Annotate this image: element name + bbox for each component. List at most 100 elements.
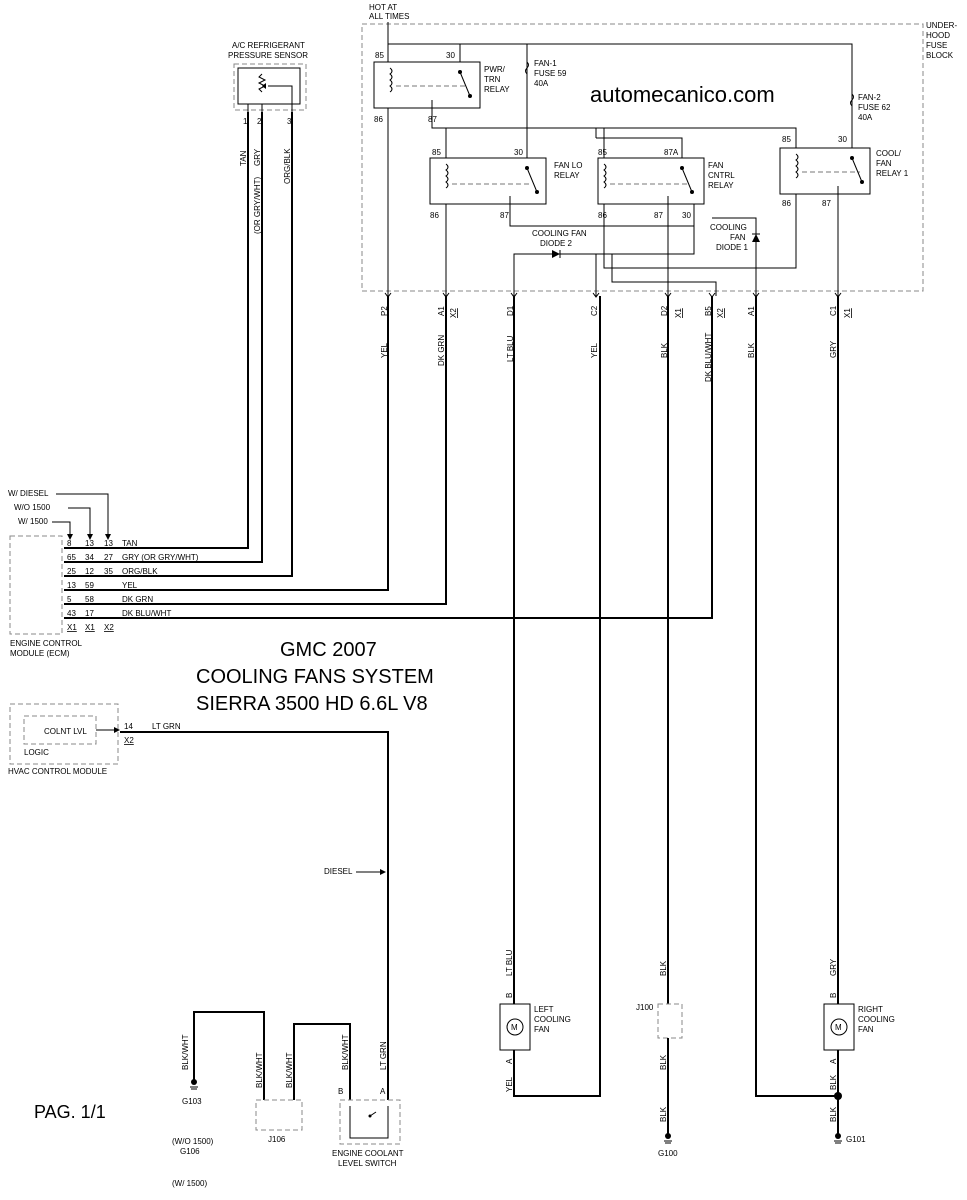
sensor-pin-2: 2 xyxy=(257,117,262,126)
fan2-fuse-label-3: 40A xyxy=(858,113,873,122)
conn-p2: P2 xyxy=(380,306,389,316)
fan1-fuse-label-2: FUSE 59 xyxy=(534,69,567,78)
engine-control-module: W/ DIESEL W/O 1500 W/ 1500 8 13 13 TAN 6… xyxy=(8,489,199,658)
wire-lt-blu: LT BLU xyxy=(506,335,515,362)
ecm-row2-a: 25 xyxy=(67,567,76,576)
fan1-fuse-label-1: FAN-1 xyxy=(534,59,557,68)
diode1-label-3: DIODE 1 xyxy=(716,243,749,252)
right-cooling-fan: GRY B M A BLK RIGHT COOLING FAN xyxy=(823,958,895,1090)
fan-lo-label-2: RELAY xyxy=(554,171,580,180)
switch-pin-b: B xyxy=(338,1087,343,1096)
watermark: automecanico.com xyxy=(590,82,775,107)
pwr-trn-pin-87: 87 xyxy=(428,115,437,124)
g103-wire: BLK/WHT xyxy=(181,1034,190,1070)
fan-cntrl-pin-87a: 87A xyxy=(664,148,679,157)
fuse-block-label-4: BLOCK xyxy=(926,51,954,60)
fan-cntrl-pin-87: 87 xyxy=(654,211,663,220)
ecm-row5-wire: DK BLU/WHT xyxy=(122,609,171,618)
conn-d2: D2 xyxy=(660,305,669,316)
cool-fan-pin-87: 87 xyxy=(822,199,831,208)
g106-note-1: (W/O 1500) xyxy=(172,1137,214,1146)
left-cooling-fan: LT BLU B M A YEL LEFT COOLING FAN xyxy=(499,949,571,1092)
title-line-2: COOLING FANS SYSTEM xyxy=(196,666,434,688)
cool-fan-label-1: COOL/ xyxy=(876,149,902,158)
right-fan-label-1: RIGHT xyxy=(858,1005,883,1014)
ecm-variant-diesel: W/ DIESEL xyxy=(8,489,49,498)
j100-wire-top: BLK xyxy=(659,960,668,976)
j100-wire-mid: BLK xyxy=(659,1054,668,1070)
wire-blk-1: BLK xyxy=(660,342,669,358)
wire-yel-1: YEL xyxy=(380,342,389,358)
underhood-fuse-block xyxy=(361,23,924,292)
ecm-variant-wo1500: W/O 1500 xyxy=(14,503,51,512)
j106-label: J106 xyxy=(268,1135,286,1144)
left-fan-pin-a: A xyxy=(505,1058,514,1064)
wire-dk-grn: DK GRN xyxy=(437,335,446,366)
j100-splice: BLK J100 BLK BLK G100 xyxy=(636,960,683,1158)
fan-cntrl-label-3: RELAY xyxy=(708,181,734,190)
pwr-trn-label-3: RELAY xyxy=(484,85,510,94)
cool-fan-pin-85: 85 xyxy=(782,135,791,144)
fan-cntrl-pin-85: 85 xyxy=(598,148,607,157)
fan2-fuse-label-2: FUSE 62 xyxy=(858,103,891,112)
sensor-wire-tan: TAN xyxy=(239,150,248,166)
fuse-block-label-3: FUSE xyxy=(926,41,947,50)
right-fan-label-2: COOLING xyxy=(858,1015,895,1024)
ecm-row3-b: 59 xyxy=(85,581,94,590)
right-fan-motor: M xyxy=(835,1023,842,1032)
sensor-pin-3: 3 xyxy=(287,117,292,126)
ecm-label-2: MODULE (ECM) xyxy=(10,649,70,658)
page-label: PAG. 1/1 xyxy=(34,1102,106,1122)
switch-wire-b: BLK/WHT xyxy=(341,1034,350,1070)
right-fan-pin-a: A xyxy=(829,1058,838,1064)
switch-label-1: ENGINE COOLANT xyxy=(332,1149,404,1158)
j106-wire-right: BLK/WHT xyxy=(285,1052,294,1088)
cool-fan-pin-30: 30 xyxy=(838,135,847,144)
ecm-variant-w1500: W/ 1500 xyxy=(18,517,48,526)
fan-lo-pin-30: 30 xyxy=(514,148,523,157)
g101-label: G101 xyxy=(846,1135,866,1144)
cool-fan-pin-86: 86 xyxy=(782,199,791,208)
right-fan-wire-bottom: BLK xyxy=(829,1074,838,1090)
fan-cntrl-pin-30: 30 xyxy=(682,211,691,220)
switch-pin-a: A xyxy=(380,1087,386,1096)
conn-a1-right: A1 xyxy=(747,306,756,316)
ecm-row0-a: 8 xyxy=(67,539,72,548)
ecm-label-1: ENGINE CONTROL xyxy=(10,639,83,648)
wire-gry: GRY xyxy=(829,340,838,358)
fuse-block-label-2: HOOD xyxy=(926,31,950,40)
conn-c1: C1 xyxy=(829,305,838,316)
right-fan-label-3: FAN xyxy=(858,1025,874,1034)
ecm-row2-c: 35 xyxy=(104,567,113,576)
j100-label: J100 xyxy=(636,1003,654,1012)
fan-cntrl-pin-86: 86 xyxy=(598,211,607,220)
conn-x2-right: X2 xyxy=(716,308,725,318)
cool-fan-label-2: FAN xyxy=(876,159,892,168)
ecm-row1-wire: GRY (OR GRY/WHT) xyxy=(122,553,199,562)
fan-cntrl-label-1: FAN xyxy=(708,161,724,170)
hot-label-1: HOT AT xyxy=(369,3,397,12)
conn-a1-left: A1 xyxy=(437,306,446,316)
sensor-wire-gry: GRY xyxy=(253,148,262,166)
g100-label: G100 xyxy=(658,1149,678,1158)
wire-dk-blu-wht: DK BLU/WHT xyxy=(704,333,713,382)
diode2-label-1: COOLING FAN xyxy=(532,229,587,238)
hvac-inner-label: COLNT LVL xyxy=(44,727,87,736)
ecm-row0-b: 13 xyxy=(85,539,94,548)
left-fan-label-1: LEFT xyxy=(534,1005,554,1014)
left-fan-wire-top: LT BLU xyxy=(505,949,514,976)
pwr-trn-pin-85: 85 xyxy=(375,51,384,60)
ecm-conn-x2: X2 xyxy=(104,623,114,632)
ecm-row5-a: 43 xyxy=(67,609,76,618)
left-fan-label-3: FAN xyxy=(534,1025,550,1034)
ecm-conn-x1-a: X1 xyxy=(67,623,77,632)
j100-wire-bottom: BLK xyxy=(659,1106,668,1122)
left-fan-label-2: COOLING xyxy=(534,1015,571,1024)
fuse-block-label-1: UNDER- xyxy=(926,21,957,30)
pwr-trn-pin-30: 30 xyxy=(446,51,455,60)
fan-lo-relay: 85 30 86 87 FAN LO RELAY xyxy=(429,148,582,220)
sensor-pin-1: 1 xyxy=(243,117,248,126)
g106-note-2: (W/ 1500) xyxy=(172,1179,207,1188)
g103-label: G103 xyxy=(182,1097,202,1106)
fan-lo-pin-86: 86 xyxy=(430,211,439,220)
